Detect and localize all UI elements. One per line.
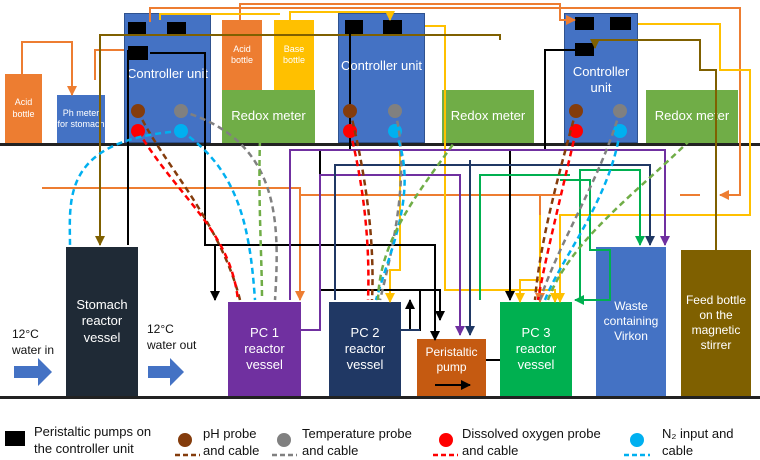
water-out-arrow	[148, 358, 184, 386]
redox-meter-2: Redox meter	[442, 90, 534, 143]
base-tubing	[159, 11, 751, 303]
stomach-reactor-vessel: Stomach reactor vessel	[66, 247, 138, 396]
controller-unit-3-label: Controller unit	[572, 64, 630, 96]
lower-shelf	[0, 396, 760, 399]
waste-container: Waste containing Virkon	[596, 247, 666, 396]
legend-ph-probe: pH probe and cable	[203, 426, 260, 458]
legend-temperature-probe: Temperature probe and cable	[302, 426, 412, 458]
acid-bottle-top: Acid bottle	[222, 20, 262, 90]
pc2-reactor-vessel: PC 2 reactor vessel	[329, 302, 401, 396]
feed-bottle: Feed bottle on the magnetic stirrer	[681, 250, 751, 396]
pump-c3-b	[610, 17, 631, 30]
water-in-label: 12°C water in	[12, 327, 55, 357]
legend-n2-input: N₂ input and cable	[662, 426, 734, 458]
pump-c1-a	[128, 22, 146, 36]
probe-cables	[68, 109, 691, 301]
water-in-arrow	[14, 358, 52, 386]
peristaltic-pump-label: Peristaltic pump	[425, 345, 478, 374]
feed-tubing	[95, 34, 717, 250]
legend-pumps: Peristaltic pumps on the controller unit	[34, 424, 152, 456]
pc2-tubing	[334, 160, 655, 336]
pump-tubing-black	[127, 26, 585, 361]
pc3-reactor-vessel: PC 3 reactor vessel	[500, 302, 572, 396]
pc1-tubing	[289, 149, 670, 336]
controller-unit-3: Controller unit	[564, 13, 638, 143]
upper-shelf	[0, 143, 760, 146]
pump-c1-c	[128, 46, 148, 60]
ph-meter-stomach: Ph meter for stomach	[57, 95, 105, 143]
controller-unit-2-label: Controller unit	[341, 58, 422, 73]
legend-icons	[5, 431, 650, 457]
acid-bottle-left: Acid bottle	[5, 74, 42, 143]
legend-dissolved-oxygen-probe: Dissolved oxygen probe and cable	[462, 426, 601, 458]
redox-meter-1: Redox meter	[222, 90, 315, 143]
peristaltic-pump: Peristaltic pump	[417, 339, 486, 396]
controller-unit-1-label: Controller unit	[127, 66, 208, 81]
pump-c2-b	[383, 20, 402, 34]
acid-tubing	[21, 3, 741, 303]
pump-c1-b	[167, 22, 186, 36]
pc1-reactor-vessel: PC 1 reactor vessel	[228, 302, 301, 396]
redox-meter-3: Redox meter	[646, 90, 738, 143]
base-bottle: Base bottle	[274, 20, 314, 90]
pump-c3-a	[575, 17, 594, 30]
water-out-label: 12°C water out	[147, 322, 197, 352]
